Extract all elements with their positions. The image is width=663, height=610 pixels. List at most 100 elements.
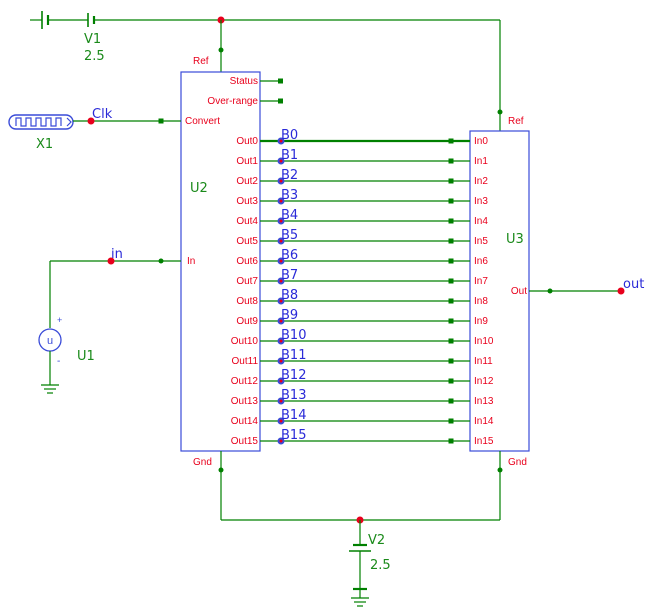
v2-name: V2 <box>368 533 385 548</box>
net-label-b1: B1 <box>281 148 298 163</box>
bus-node-core-0 <box>279 139 283 143</box>
net-label-b13: B13 <box>281 388 306 403</box>
v2-value: 2.5 <box>370 558 391 573</box>
u3-pin-in8[interactable] <box>448 298 454 304</box>
net-label-b0: B0 <box>281 128 298 143</box>
bus-node-core-14 <box>279 419 283 423</box>
u2-pin-label-out11: Out11 <box>232 356 259 367</box>
net-label-b12: B12 <box>281 368 306 383</box>
wire-node <box>497 467 503 473</box>
net-label-b6: B6 <box>281 248 298 263</box>
bus-node-core-13 <box>279 399 283 403</box>
u3-ref-label: Ref <box>508 116 524 127</box>
u2-name: U2 <box>190 181 208 196</box>
u3-pin-in1[interactable] <box>448 158 454 164</box>
u2-pin-label-out4: Out4 <box>236 216 258 227</box>
u3-pin-in14[interactable] <box>448 418 454 424</box>
u3-pin-in2[interactable] <box>448 178 454 184</box>
u2-pin-label-out0: Out0 <box>236 136 258 147</box>
u3-pin-in4[interactable] <box>448 218 454 224</box>
u2-pin-label-out3: Out3 <box>236 196 258 207</box>
u2-pin-label-out8: Out8 <box>236 296 258 307</box>
bus-node-core-10 <box>279 339 283 343</box>
junction-in <box>107 257 115 265</box>
overrange-pin[interactable] <box>278 98 283 104</box>
v1-name: V1 <box>84 32 101 47</box>
bus-node-core-1 <box>279 159 283 163</box>
wire-node <box>547 288 553 294</box>
junction-clk <box>87 117 95 125</box>
wire-node <box>218 467 224 473</box>
u3-pin-in11[interactable] <box>448 358 454 364</box>
u2-in-label: In <box>187 256 195 267</box>
u3-pin-label-in9: In9 <box>474 316 488 327</box>
net-label-b3: B3 <box>281 188 298 203</box>
net-label-b11: B11 <box>281 348 306 363</box>
u3-pin-label-in7: In7 <box>474 276 488 287</box>
u3-pin-label-in2: In2 <box>474 176 488 187</box>
wire-node <box>218 47 224 53</box>
u3-pin-in10[interactable] <box>448 338 454 344</box>
u3-pin-in0[interactable] <box>448 138 454 144</box>
u3-pin-label-in0: In0 <box>474 136 488 147</box>
voltage-source-u1[interactable]: u + - <box>38 315 62 367</box>
u3-pin-in6[interactable] <box>448 258 454 264</box>
u2-pin-label-out15: Out15 <box>231 436 259 447</box>
u3-pin-label-in3: In3 <box>474 196 488 207</box>
net-label-b8: B8 <box>281 288 298 303</box>
u3-pin-label-in12: In12 <box>474 376 494 387</box>
u3-pin-in13[interactable] <box>448 398 454 404</box>
u3-pin-label-in1: In1 <box>474 156 488 167</box>
bus-node-core-15 <box>279 439 283 443</box>
u2-pin-label-out14: Out14 <box>231 416 259 427</box>
u2-overrange-label: Over-range <box>207 96 258 107</box>
x1-name: X1 <box>36 137 53 152</box>
net-label-in: in <box>111 247 123 262</box>
clock-source-x1[interactable] <box>8 114 74 130</box>
bus-node-core-8 <box>279 299 283 303</box>
net-label-b2: B2 <box>281 168 298 183</box>
wire-node <box>158 258 164 264</box>
u2-pin-label-out1: Out1 <box>236 156 258 167</box>
u3-pin-label-in13: In13 <box>474 396 494 407</box>
u3-pin-label-in15: In15 <box>474 436 494 447</box>
u2-pin-label-out2: Out2 <box>236 176 258 187</box>
u3-pin-in9[interactable] <box>448 318 454 324</box>
status-pin[interactable] <box>278 78 283 84</box>
u1-name: U1 <box>77 349 95 364</box>
u2-convert-label: Convert <box>185 116 220 127</box>
net-label-out: out <box>623 277 644 292</box>
u1-symbol: u <box>47 335 53 347</box>
u3-pin-in7[interactable] <box>448 278 454 284</box>
u2-pin-label-out6: Out6 <box>236 256 258 267</box>
u3-pin-in12[interactable] <box>448 378 454 384</box>
u3-out-label: Out <box>511 286 527 297</box>
battery-v1[interactable] <box>30 11 96 29</box>
battery-v2[interactable] <box>349 543 371 591</box>
net-label-b9: B9 <box>281 308 298 323</box>
u3-pin-in15[interactable] <box>448 438 454 444</box>
u2-gnd-label: Gnd <box>193 457 212 468</box>
ground-symbol-v2 <box>351 597 369 607</box>
u3-pin-label-in11: In11 <box>474 356 493 367</box>
bus-node-core-6 <box>279 259 283 263</box>
net-label-b7: B7 <box>281 268 298 283</box>
bus-node-core-2 <box>279 179 283 183</box>
u2-pin-label-out7: Out7 <box>236 276 258 287</box>
net-label-b10: B10 <box>281 328 306 343</box>
u3-pin-in5[interactable] <box>448 238 454 244</box>
u3-name: U3 <box>506 232 524 247</box>
u2-ref-label: Ref <box>193 56 209 67</box>
u2-pin-label-out9: Out9 <box>236 316 258 327</box>
bus-node-core-12 <box>279 379 283 383</box>
v1-value: 2.5 <box>84 49 105 64</box>
u3-pin-label-in14: In14 <box>474 416 494 427</box>
u3-pin-in3[interactable] <box>448 198 454 204</box>
bus-node-core-9 <box>279 319 283 323</box>
u1-minus: - <box>57 356 60 367</box>
u3-pin-label-in5: In5 <box>474 236 488 247</box>
convert-pin[interactable] <box>158 118 164 124</box>
junction-out <box>617 287 625 295</box>
